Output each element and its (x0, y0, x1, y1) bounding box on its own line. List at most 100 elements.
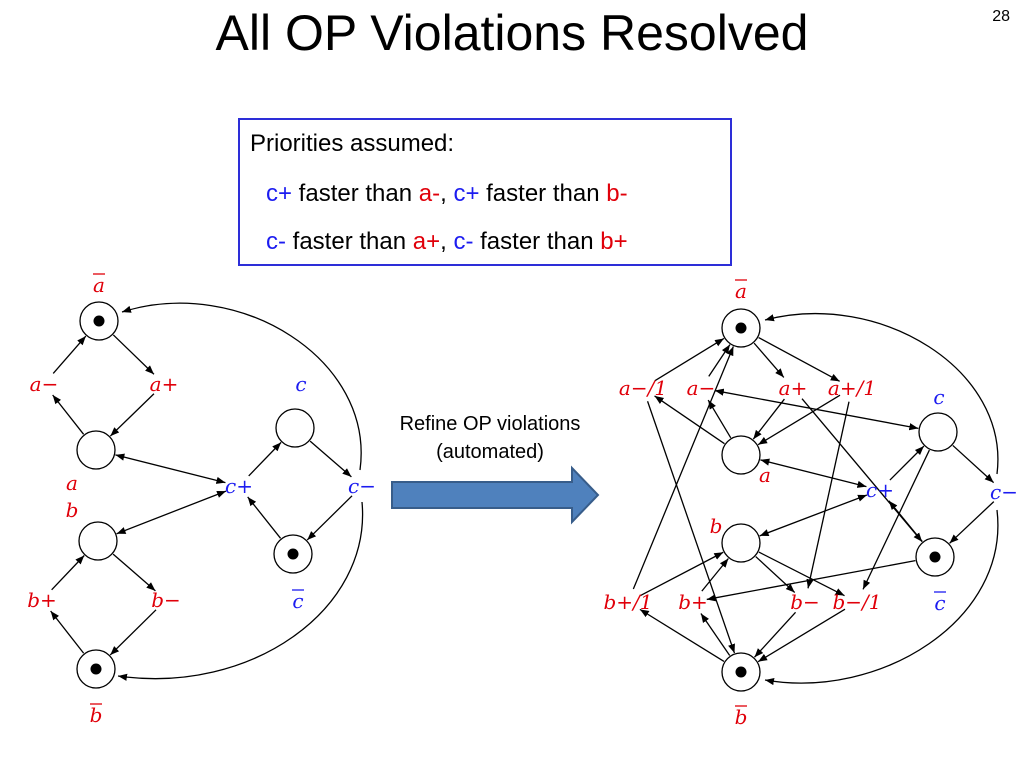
rule-token: b- (606, 180, 628, 207)
rule-token: faster than (479, 180, 607, 207)
left-label-a: a (66, 471, 78, 495)
left-label-b-minus: b− (151, 588, 181, 612)
arc-curve (764, 312, 999, 475)
right-label-a-minus: a− (687, 376, 716, 400)
arc (247, 496, 282, 539)
refine-caption-line-1: Refine OP violations (399, 413, 581, 435)
arc (752, 398, 785, 440)
arc (757, 394, 841, 446)
place-circle (721, 435, 761, 475)
rule-token: , (440, 180, 454, 207)
arc (654, 395, 725, 445)
arc (248, 441, 282, 477)
arc (632, 346, 734, 590)
token-dot (735, 666, 747, 678)
left-label-c-plus: c+ (225, 474, 253, 498)
priority-rule-line-1: c+ faster than a-, c+ faster than b- (266, 182, 628, 206)
right-place-a (721, 435, 761, 475)
right-place-c (918, 412, 958, 452)
right-label-c-plus: c+ (866, 478, 894, 502)
rule-token: a+ (412, 228, 441, 255)
right-label-a-bar: a (735, 279, 747, 303)
arc (306, 495, 353, 541)
arc (701, 558, 729, 592)
arc-curve (121, 302, 362, 471)
right-label-a-plus: a+ (779, 376, 808, 400)
rule-token: faster than (286, 228, 413, 255)
rule-token: c- (453, 228, 474, 255)
left-label-c-bar: c (292, 589, 303, 613)
right-label-c: c (933, 385, 944, 409)
arc (112, 334, 155, 375)
left-place-b (78, 521, 118, 561)
arc-curve (764, 509, 999, 686)
arc (112, 553, 156, 592)
right-label-c-bar: c (934, 591, 945, 615)
arc (700, 613, 731, 656)
left-place-c-bar (273, 534, 313, 574)
right-label-a-minus-1: a−/1 (619, 376, 667, 400)
rule-token: , (440, 228, 454, 255)
place-circle (721, 523, 761, 563)
right-label-a: a (759, 463, 771, 487)
arc (755, 556, 796, 593)
right-label-b-minus-1: b−/1 (832, 590, 881, 614)
left-label-a-plus: a+ (150, 372, 179, 396)
arc (862, 449, 930, 590)
place-circle (275, 408, 315, 448)
priorities-box: Priorities assumed: c+ faster than a-, c… (238, 118, 732, 266)
arc (758, 336, 840, 382)
left-place-b-bar (76, 649, 116, 689)
right-label-b-bar: b (735, 705, 748, 729)
rule-token: faster than (292, 180, 419, 207)
arc (949, 501, 995, 544)
token-dot (929, 551, 941, 563)
left-label-a-minus: a− (30, 372, 59, 396)
arc (52, 335, 87, 374)
refine-caption-line-2: (automated) (436, 441, 544, 463)
token-dot (735, 322, 747, 334)
refine-caption: Refine OP violations (automated) (380, 410, 600, 466)
token-dot (90, 663, 102, 675)
arc (759, 494, 868, 537)
rule-token: faster than (473, 228, 601, 255)
arc (116, 490, 227, 535)
arc (801, 398, 923, 543)
place-circle (76, 430, 116, 470)
left-label-b-plus: b+ (27, 588, 57, 612)
rule-token: b+ (600, 228, 628, 255)
left-label-b-bar: b (90, 703, 103, 727)
arc (109, 393, 155, 437)
left-label-a-bar: a (93, 273, 105, 297)
rule-token: c- (266, 228, 286, 255)
arc (639, 608, 725, 663)
right-label-c-minus: c− (990, 480, 1018, 504)
left-label-c: c (295, 372, 306, 396)
rule-token: a- (418, 180, 441, 207)
arc (952, 444, 995, 484)
slide-title: All OP Violations Resolved (215, 5, 809, 61)
arc (50, 610, 85, 654)
slide-number: 28 (992, 8, 1010, 25)
right-label-a-plus-1: a+/1 (828, 376, 876, 400)
place-circle (78, 521, 118, 561)
right-place-c-bar (915, 537, 955, 577)
right-label-b-minus: b− (790, 590, 820, 614)
rule-token: c+ (453, 180, 480, 207)
right-label-b-plus: b+ (678, 590, 708, 614)
arc (758, 551, 845, 597)
arc (640, 551, 724, 597)
left-place-a-bar (79, 301, 119, 341)
right-place-b (721, 523, 761, 563)
arc (646, 401, 736, 654)
arc (754, 611, 797, 658)
priorities-heading: Priorities assumed: (250, 130, 455, 157)
right-label-b-plus-1: b+/1 (603, 590, 652, 614)
arc (760, 458, 867, 488)
arc (115, 453, 226, 484)
arc (889, 445, 925, 481)
right-place-b-bar (721, 652, 761, 692)
priority-rule-line-2: c- faster than a+, c- faster than b+ (266, 230, 628, 254)
token-dot (287, 548, 299, 560)
arc (309, 440, 352, 478)
